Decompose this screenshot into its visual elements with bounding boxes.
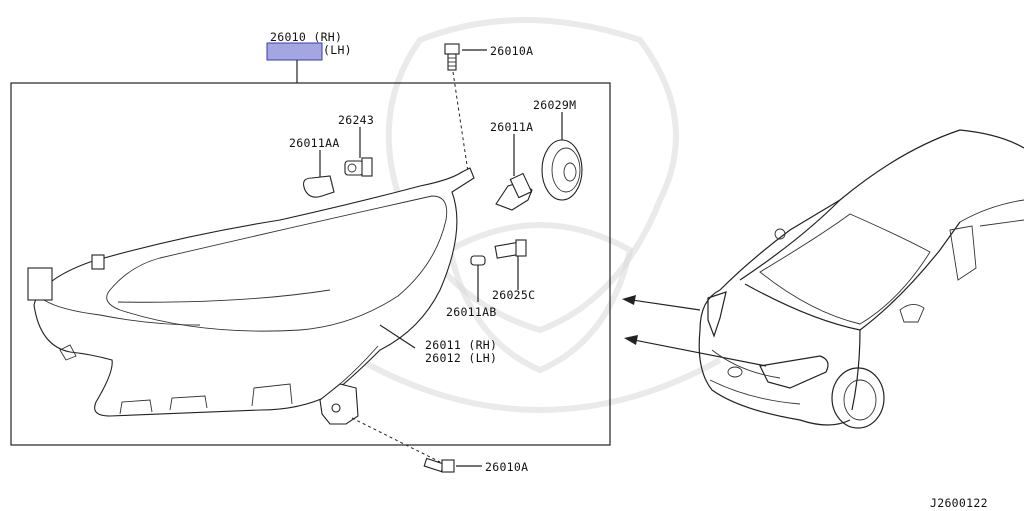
label-26029m[interactable]: 26029M: [533, 98, 576, 112]
label-26011ab[interactable]: 26011AB: [446, 305, 497, 319]
label-26010-lh[interactable]: (LH): [323, 43, 352, 57]
cap-26029m-icon[interactable]: [541, 139, 583, 201]
label-housing-rh[interactable]: 26011 (RH): [425, 338, 497, 352]
bracket-bottom-icon[interactable]: [319, 383, 359, 425]
vehicle-icon: [698, 129, 1024, 429]
label-26011aa[interactable]: 26011AA: [289, 136, 340, 150]
label-26010-rh[interactable]: 26010 (RH): [270, 30, 342, 44]
arrow-lower-icon: [624, 335, 767, 367]
watermark-emblem: [358, 17, 722, 413]
bulb-26011aa-icon[interactable]: [303, 175, 335, 198]
bulb-26011ab-icon[interactable]: [470, 255, 486, 266]
leader-housing: [379, 324, 416, 349]
assembly-frame: [10, 82, 611, 446]
socket-26025c-icon[interactable]: [494, 239, 527, 259]
bulb-26011a-icon[interactable]: [495, 172, 533, 211]
headlamp-housing-icon[interactable]: [27, 167, 475, 417]
diagram-code: J2600122: [930, 496, 988, 510]
dashed-screw-top: [452, 71, 469, 173]
label-screw-top[interactable]: 26010A: [490, 44, 533, 58]
dashed-screw-bottom: [351, 417, 441, 463]
screw-top-icon[interactable]: [444, 43, 460, 71]
arrow-upper-icon: [622, 295, 701, 311]
label-26011a[interactable]: 26011A: [490, 120, 533, 134]
socket-26243-icon[interactable]: [344, 157, 373, 177]
label-26243[interactable]: 26243: [338, 113, 374, 127]
label-screw-bottom[interactable]: 26010A: [485, 460, 528, 474]
label-housing-lh[interactable]: 26012 (LH): [425, 351, 497, 365]
highlight-box-26010[interactable]: [266, 42, 323, 61]
label-26025c[interactable]: 26025C: [492, 288, 535, 302]
screw-bottom-icon[interactable]: [423, 457, 455, 473]
